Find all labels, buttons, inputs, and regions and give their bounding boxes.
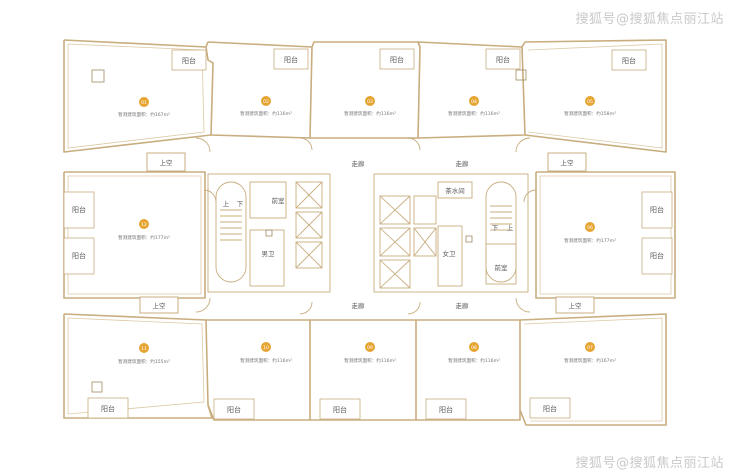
unit-area-top-02: 暂测建筑面积：约116m² [240,110,292,117]
unit-num-top-05: 05 [587,99,593,105]
stair-down-label-left: 下 [237,200,244,208]
balcony-label-top-1: 阳台 [182,56,196,65]
unit-num-top-01: 01 [141,100,147,106]
balcony-label-bot-4: 阳台 [439,405,453,414]
unit-num-top-02: 02 [263,99,269,105]
balcony-label-bot-5: 阳台 [543,404,557,413]
balcony-label-left-1: 阳台 [72,205,86,214]
female-wc-label: 女卫 [443,249,457,258]
unit-num-bot-05: 07 [587,345,593,351]
unit-area-bot-04: 暂测建筑面积：约116m² [448,357,500,364]
corridor-label-top-right: 走廊 [456,159,470,168]
stair-down-label-right: 下 [492,224,499,232]
front-room-label-right: 前室 [495,263,509,272]
unit-area-top-04: 暂测建筑面积：约116m² [448,110,500,117]
wall-bot-unit-5 [519,313,667,426]
corridor-label-bottom-right: 走廊 [456,301,470,310]
stair-right [485,181,517,283]
stair-up-label-left: 上 [223,199,230,208]
balcony-label-top-2: 阳台 [284,55,298,64]
unit-badges [139,96,595,353]
void-top-left [146,152,186,172]
unit-num-bot-01: 11 [141,346,147,352]
unit-num-mid-left: 12 [141,222,147,228]
corridor-label-top-left: 走廊 [352,159,366,168]
stair-left [215,181,247,283]
core-right [373,173,529,293]
void-label-bottom-right: 上空 [569,301,583,310]
unit-num-top-03: 03 [367,99,373,105]
balcony-label-right-1: 阳台 [650,205,664,214]
void-top-right [547,152,587,172]
unit-area-mid-left: 暂测建筑面积：约177m² [118,234,170,241]
balcony-label-top-5: 阳台 [622,56,636,65]
void-label-bottom-left: 上空 [153,301,167,310]
wall-mid-left [63,171,206,299]
unit-area-bot-02: 暂测建筑面积：约116m² [240,357,292,364]
void-label-top-right: 上空 [561,158,575,167]
balcony-label-bot-1: 阳台 [101,404,115,413]
wall-mid-right [535,171,676,299]
unit-num-bot-04: 08 [471,345,477,351]
unit-area-mid-right: 暂测建筑面积：约177m² [564,237,616,244]
unit-num-mid-right: 06 [587,225,593,231]
watermark-bottom: 搜狐号@搜狐焦点丽江站 [575,456,724,471]
watermark-top: 搜狐号@搜狐焦点丽江站 [575,12,724,27]
unit-num-top-04: 04 [471,99,477,105]
unit-num-bot-03: 09 [367,345,373,351]
balcony-label-left-2: 阳台 [72,251,86,260]
unit-area-top-03: 暂测建筑面积：约116m² [344,110,396,117]
stair-up-label-right: 上 [507,223,514,232]
front-room-label-left: 前室 [272,196,286,205]
unit-area-bot-01: 暂测建筑面积：约155m² [118,358,170,365]
balcony-label-bot-3: 阳台 [333,405,347,414]
wall-bot-unit-4 [416,319,521,421]
corridor-label-bottom-left: 走廊 [352,301,366,310]
unit-area-bot-03: 暂测建筑面积：约116m² [344,357,396,364]
balcony-label-right-2: 阳台 [650,251,664,260]
unit-area-bot-05: 暂测建筑面积：约167m² [564,357,616,364]
void-label-top-left: 上空 [160,158,174,167]
balcony-label-bot-2: 阳台 [227,405,241,414]
wall-bot-unit-3 [310,319,417,421]
balcony-label-top-4: 阳台 [496,55,510,64]
wall-bot-unit-1 [63,313,213,419]
unit-area-top-01: 暂测建筑面积：约167m² [118,111,170,118]
balcony-label-top-3: 阳台 [390,55,404,64]
unit-area-top-05: 暂测建筑面积：约158m² [564,110,616,117]
void-bottom-right [555,296,595,314]
male-wc-label: 男卫 [262,250,276,258]
void-bottom-left [139,296,179,314]
tea-room-label: 茶水间 [445,186,465,195]
core-left [207,173,331,293]
wall-top-unit-5 [521,39,667,153]
unit-num-bot-02: 10 [263,345,269,351]
